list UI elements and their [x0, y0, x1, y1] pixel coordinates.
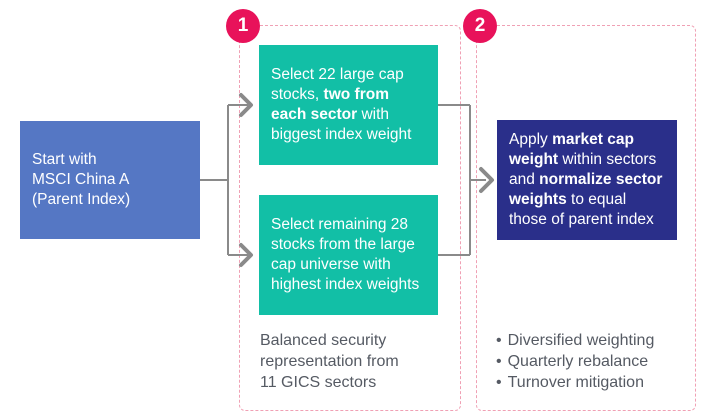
weight-text-1: Apply: [509, 131, 553, 148]
caption-line-2: representation from: [260, 353, 399, 370]
step-2-panel: [476, 25, 696, 411]
select-22-text-a: Select 22 large cap stocks,: [271, 66, 404, 103]
arrow-top: [239, 93, 253, 117]
select-22-text-bold: two from each sector: [271, 86, 389, 123]
weighting-box: Apply market cap weight within sectors a…: [497, 120, 677, 240]
step-1-caption: Balanced security representation from 11…: [260, 330, 455, 393]
weight-text-3: to equal those of parent index: [509, 191, 654, 228]
weight-bold-1: market cap weight: [509, 131, 634, 168]
parent-line-2: MSCI China A: [32, 171, 130, 188]
parent-line-1: Start with: [32, 151, 97, 168]
select-22-box: Select 22 large cap stocks, two from eac…: [259, 45, 438, 165]
parent-line-3: (Parent Index): [32, 191, 131, 208]
step-2-badge: 2: [463, 9, 497, 43]
bullet-item: Diversified weighting: [496, 330, 691, 351]
weight-bold-2: normalize sector weights: [509, 171, 663, 208]
step-2-bullets: Diversified weighting Quarterly rebalanc…: [496, 330, 691, 393]
weight-text-2: within sectors and: [509, 151, 657, 188]
select-28-text: Select remaining 28 stocks from the larg…: [271, 216, 420, 293]
parent-index-box: Start with MSCI China A (Parent Index): [20, 121, 200, 239]
step-1-panel: [239, 25, 461, 411]
arrow-bottom: [239, 243, 253, 267]
caption-line-1: Balanced security: [260, 332, 387, 349]
select-28-box: Select remaining 28 stocks from the larg…: [259, 195, 438, 315]
bullet-item: Turnover mitigation: [496, 372, 691, 393]
arrow-right: [479, 167, 494, 193]
caption-line-3: 11 GICS sectors: [260, 374, 377, 391]
step-1-badge: 1: [226, 9, 260, 43]
bullet-item: Quarterly rebalance: [496, 351, 691, 372]
select-22-text-b: with biggest index weight: [271, 106, 412, 143]
